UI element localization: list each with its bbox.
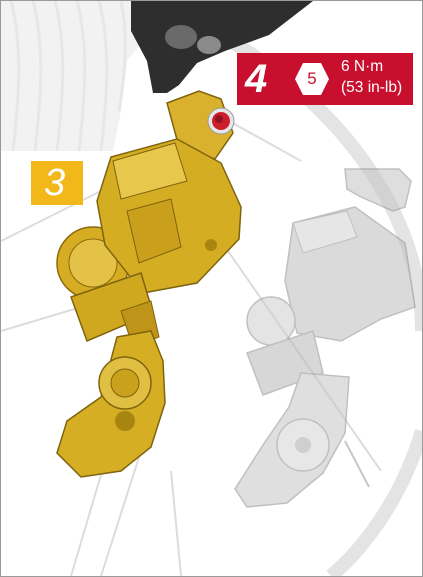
- torque-nm: 6 N·m: [341, 56, 402, 77]
- cassette-background: [1, 1, 151, 151]
- step-number: 4: [245, 55, 267, 103]
- torque-callout: 4 5 6 N·m (53 in-lb): [237, 53, 413, 105]
- limit-bolt: [208, 108, 234, 134]
- step-callout: 3: [31, 161, 83, 205]
- torque-value: 6 N·m (53 in-lb): [341, 56, 402, 98]
- step-number: 3: [44, 160, 65, 206]
- derailleur-ghost: [235, 169, 415, 507]
- hex-key-icon: 5: [294, 62, 330, 96]
- torque-inlb: (53 in-lb): [341, 77, 402, 98]
- hex-key-size: 5: [294, 62, 330, 96]
